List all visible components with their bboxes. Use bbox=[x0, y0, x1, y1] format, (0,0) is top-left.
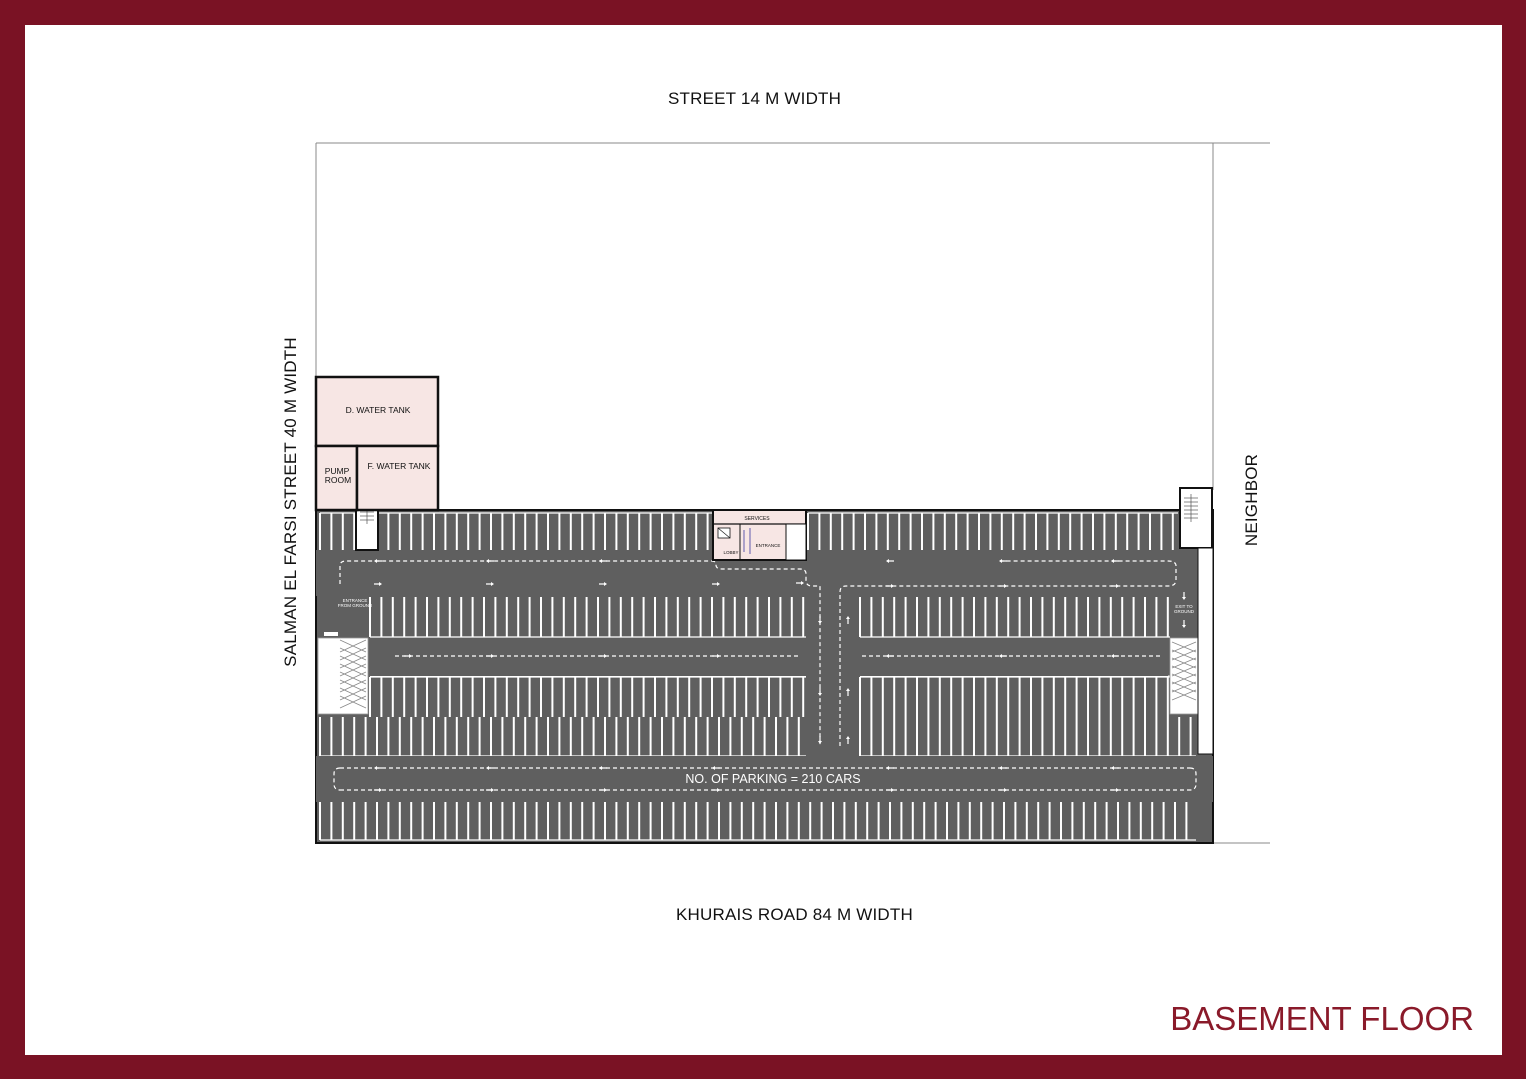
services-label: SERVICES bbox=[744, 516, 770, 522]
site-boundary bbox=[315, 142, 1270, 844]
direction-arrow bbox=[999, 654, 1007, 658]
pump-room-label-2: ROOM bbox=[325, 475, 351, 485]
street-label-top: STREET 14 M WIDTH bbox=[668, 89, 842, 108]
direction-arrow bbox=[886, 766, 894, 770]
direction-arrow bbox=[1111, 766, 1119, 770]
direction-arrow bbox=[886, 654, 894, 658]
direction-arrow bbox=[374, 559, 382, 563]
direction-arrow bbox=[1111, 788, 1119, 792]
direction-arrow bbox=[404, 654, 412, 658]
pump-room-label-1: PUMP bbox=[325, 466, 350, 476]
direction-arrow bbox=[599, 654, 607, 658]
direction-arrow bbox=[886, 584, 894, 588]
direction-arrow bbox=[818, 616, 822, 624]
direction-arrow bbox=[846, 688, 850, 696]
direction-arrow bbox=[1111, 559, 1119, 563]
direction-arrow bbox=[712, 788, 720, 792]
direction-arrow bbox=[999, 788, 1007, 792]
direction-arrow bbox=[846, 736, 850, 744]
lobby-label: LOBBY bbox=[723, 550, 738, 555]
direction-arrow bbox=[374, 766, 382, 770]
entrance-ramp-label-2: FROM GROUND bbox=[338, 603, 373, 608]
domestic-water-tank-label: D. WATER TANK bbox=[346, 405, 411, 415]
direction-arrow bbox=[1182, 620, 1186, 628]
direction-arrow bbox=[374, 788, 382, 792]
direction-arrow bbox=[374, 582, 382, 586]
direction-arrow bbox=[599, 788, 607, 792]
direction-arrow bbox=[818, 736, 822, 744]
direction-arrows bbox=[352, 559, 1186, 792]
direction-arrow bbox=[999, 766, 1007, 770]
direction-arrow bbox=[712, 654, 720, 658]
direction-arrow bbox=[486, 788, 494, 792]
direction-arrow bbox=[599, 582, 607, 586]
direction-arrow bbox=[886, 559, 894, 563]
exit-ramp-label-1: EXIT TO bbox=[1175, 604, 1193, 609]
direction-arrow bbox=[796, 581, 804, 585]
direction-arrow bbox=[818, 688, 822, 696]
direction-arrow bbox=[486, 654, 494, 658]
direction-arrow bbox=[1111, 584, 1119, 588]
sheet-title: BASEMENT FLOOR bbox=[1170, 1000, 1474, 1037]
services-core: SERVICES LOBBY ENTRANCE bbox=[712, 509, 807, 561]
direction-arrow bbox=[999, 584, 1007, 588]
drive-aisles bbox=[316, 550, 1213, 802]
stair-core-right bbox=[1179, 487, 1213, 549]
direction-arrow bbox=[846, 616, 850, 624]
direction-arrow bbox=[712, 582, 720, 586]
direction-arrow bbox=[486, 766, 494, 770]
direction-arrow bbox=[999, 559, 1007, 563]
right-wall-strip bbox=[1197, 547, 1214, 755]
direction-arrow bbox=[599, 559, 607, 563]
direction-arrow bbox=[712, 766, 720, 770]
direction-arrow bbox=[486, 582, 494, 586]
street-label-bottom: KHURAIS ROAD 84 M WIDTH bbox=[676, 905, 913, 924]
fire-water-tank-label: F. WATER TANK bbox=[368, 461, 431, 471]
direction-arrow bbox=[1111, 654, 1119, 658]
direction-arrow bbox=[1182, 592, 1186, 600]
direction-arrow bbox=[486, 559, 494, 563]
entrance-ramp: ENTRANCE FROM GROUND bbox=[317, 596, 373, 715]
tank-block: D. WATER TANK F. WATER TANK PUMP ROOM bbox=[314, 375, 440, 512]
entrance-ramp-label-1: ENTRANCE bbox=[343, 598, 368, 603]
direction-arrow bbox=[886, 788, 894, 792]
exit-ramp-label-2: GROUND bbox=[1174, 609, 1195, 614]
direction-arrow bbox=[599, 766, 607, 770]
parking-count-note: NO. OF PARKING = 210 CARS bbox=[685, 772, 860, 786]
entrance-label: ENTRANCE bbox=[756, 543, 781, 548]
